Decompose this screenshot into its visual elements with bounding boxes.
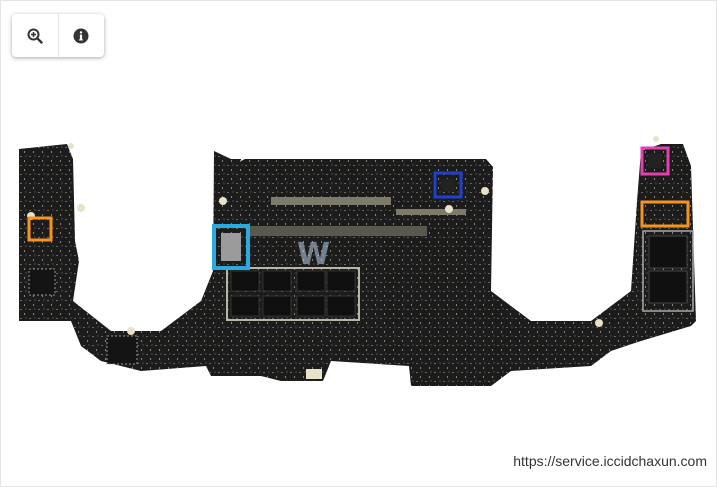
memory-chip: [230, 270, 260, 292]
info-icon: [73, 28, 89, 43]
memory-chip: [262, 295, 292, 317]
mount-hole: [77, 204, 85, 212]
memory-chip: [326, 270, 356, 292]
source-watermark: https://service.iccidchaxun.com: [513, 453, 707, 469]
mount-hole: [219, 197, 227, 205]
shield-strip: [396, 209, 466, 215]
shield-strip: [247, 226, 427, 236]
board-left-wing: [19, 144, 696, 386]
mount-hole: [68, 143, 74, 149]
storage-chip: [648, 270, 688, 304]
highlight-magenta: [640, 146, 670, 176]
storage-frame: [642, 230, 694, 312]
highlighted-chip: [648, 154, 662, 168]
shield-strip: [271, 197, 391, 205]
connector-notch: [306, 369, 322, 379]
zoom-button[interactable]: [12, 14, 58, 57]
mount-hole: [653, 136, 659, 142]
highlighted-chip: [221, 233, 241, 261]
memory-chip: [296, 295, 326, 317]
highlighted-chip: [441, 179, 455, 191]
highlight-blue: [433, 171, 463, 199]
memory-chip: [230, 295, 260, 317]
highlight-cyan: [212, 224, 250, 270]
highlight-orange-right: [640, 200, 690, 228]
watermark-logo: W: [297, 237, 332, 272]
memory-chip: [326, 295, 356, 317]
zoom-in-icon: [27, 28, 43, 44]
storage-chip: [648, 235, 688, 269]
mount-hole: [445, 205, 453, 213]
ic-chip: [28, 268, 56, 296]
ic-chip: [106, 335, 138, 365]
mount-hole: [481, 187, 489, 195]
memory-chip: [296, 270, 326, 292]
memory-chip: [262, 270, 292, 292]
mount-hole: [595, 319, 603, 327]
info-button[interactable]: [57, 14, 105, 57]
memory-frame: [226, 267, 360, 321]
viewer-toolbar: [12, 14, 104, 57]
highlight-orange-left: [27, 216, 53, 242]
mount-hole: [127, 327, 135, 335]
